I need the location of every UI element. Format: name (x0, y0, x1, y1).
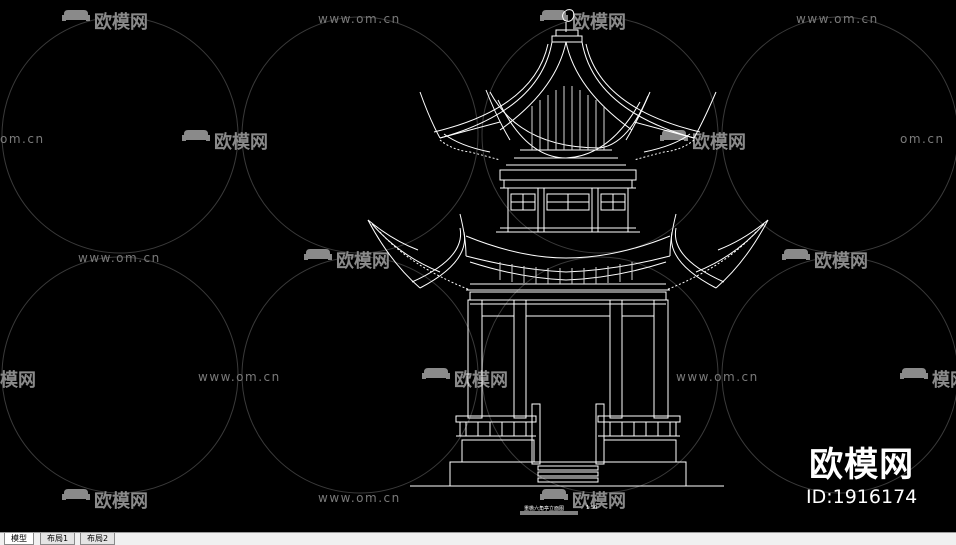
brand-name: 欧模网 (809, 445, 915, 485)
watermark-url: www.om.cn (198, 370, 281, 384)
brand-stamp: 欧模网 ID:1916174 (806, 448, 917, 507)
sofa-icon (304, 249, 332, 269)
railing-benches (455, 403, 681, 465)
lower-roof (367, 213, 769, 291)
tab-layout-2[interactable]: 布局2 (80, 533, 116, 545)
watermark-logo: 欧模网 (540, 8, 626, 34)
cad-model-space[interactable]: 欧模网 www.om.cn 欧模网 www.om.cn om.cn 欧模网 欧模… (0, 0, 956, 532)
watermark-url: www.om.cn (318, 491, 401, 505)
drawing-caption-scale: 1:50 (586, 505, 598, 511)
watermark-logo: 欧模网 (182, 128, 268, 154)
model-id: ID:1916174 (806, 486, 918, 508)
sofa-icon (900, 368, 928, 388)
watermark-url: www.om.cn (676, 370, 759, 384)
sofa-icon (62, 10, 90, 30)
sofa-icon (540, 10, 568, 30)
watermark-logo: 欧模网 (782, 247, 868, 273)
sofa-icon (62, 489, 90, 509)
watermark-circles (1, 16, 956, 494)
watermark-logo: 欧模网 (540, 487, 626, 513)
sofa-icon (182, 130, 210, 150)
sofa-icon (660, 130, 688, 150)
watermark-url: om.cn (900, 132, 945, 146)
watermark-logo: 欧模网 (660, 128, 746, 154)
watermark-url: www.om.cn (78, 251, 161, 265)
upper-roof (419, 41, 717, 166)
watermark-logo: 欧模网 (62, 487, 148, 513)
lower-roof-rafters (499, 262, 633, 284)
pavilion-elevation-drawing (367, 9, 769, 515)
watermark-logo: 欧模网 (304, 247, 390, 273)
layout-tab-bar: 模型 布局1 布局2 (0, 532, 956, 545)
drawing-caption-title: 重檐六角亭立面图 (524, 506, 565, 512)
sofa-icon (782, 249, 810, 269)
watermark-logo: 模网 (900, 366, 956, 392)
sofa-icon (422, 368, 450, 388)
lower-columns (467, 291, 669, 419)
upper-storey (496, 169, 640, 233)
watermark-logo: 模网 (0, 370, 36, 391)
watermark-url: www.om.cn (318, 12, 401, 26)
tab-model[interactable]: 模型 (4, 533, 34, 545)
tab-layout-1[interactable]: 布局1 (40, 533, 76, 545)
upper-roof-rafters (531, 86, 605, 150)
watermark-url: www.om.cn (796, 12, 879, 26)
finial-ornament (562, 9, 575, 22)
sofa-icon (540, 489, 568, 509)
watermark-url: om.cn (0, 132, 45, 146)
watermark-logo: 欧模网 (62, 8, 148, 34)
podium-base (410, 439, 724, 487)
